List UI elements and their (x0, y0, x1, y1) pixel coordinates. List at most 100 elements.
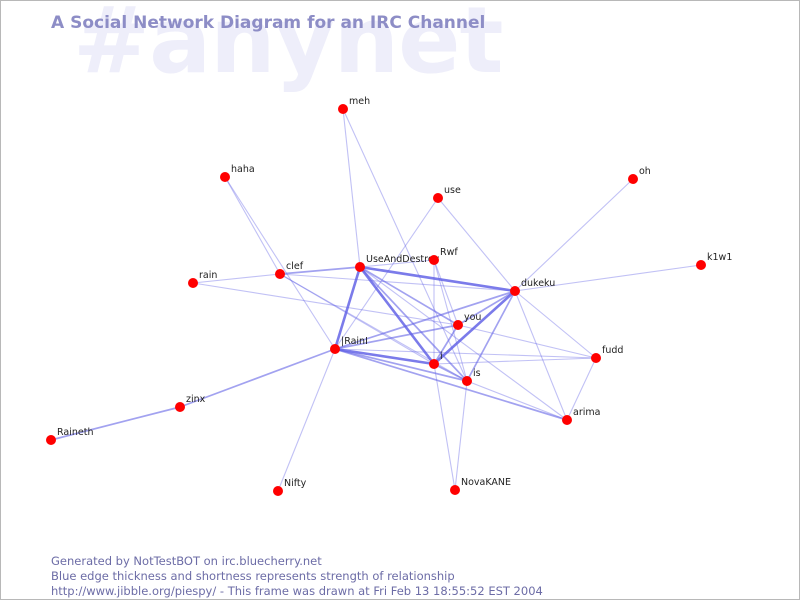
node-dot (338, 104, 348, 114)
node-dot (220, 172, 230, 182)
node-dot (628, 174, 638, 184)
edge-i-NovaKANE (433, 363, 456, 491)
node-you: you (453, 312, 481, 330)
node-label: arima (573, 407, 600, 418)
node-IRainI: |RainI (330, 336, 368, 354)
node-label: rain (199, 270, 217, 281)
node-label: |RainI (341, 336, 368, 347)
edge-haha-clef (224, 176, 281, 275)
edge-i-you (433, 324, 459, 365)
footer-generated-by: Generated by NotTestBOT on irc.bluecherr… (51, 554, 322, 568)
edge-Rwf-UseAndDestroy (359, 259, 435, 268)
channel-watermark: #anynet (73, 0, 504, 94)
node-Nifty: Nifty (273, 478, 307, 496)
node-label: is (473, 368, 481, 379)
node-dot (510, 286, 520, 296)
node-dot (429, 255, 439, 265)
edge-k1w1-dukeku (514, 264, 702, 292)
node-dot (330, 344, 340, 354)
edge-IRainI-fudd (334, 348, 597, 359)
node-label: NovaKANE (461, 477, 511, 488)
node-fudd: fudd (591, 345, 623, 363)
node-label: use (444, 185, 461, 196)
footer-credits: Generated by NotTestBOT on irc.bluecherr… (51, 554, 543, 599)
edge-dukeku-is (466, 290, 516, 382)
node-dot (46, 435, 56, 445)
node-label: oh (639, 166, 651, 177)
node-dot (562, 415, 572, 425)
node-dot (273, 486, 283, 496)
node-Rwf: Rwf (429, 247, 458, 265)
node-dot (429, 359, 439, 369)
edge-is-arima (466, 380, 568, 421)
node-label: Rwf (440, 247, 458, 258)
node-zinx: zinx (175, 394, 206, 412)
edge-meh-UseAndDestroy (342, 108, 361, 268)
footer-legend-note: Blue edge thickness and shortness repres… (51, 569, 455, 583)
edge-fudd-arima (566, 357, 597, 421)
edge-clef-dukeku (279, 273, 516, 292)
node-label: UseAndDestroy (366, 254, 440, 265)
node-Raineth: Raineth (46, 427, 93, 445)
node-dot (175, 402, 185, 412)
node-label: haha (231, 164, 255, 175)
edge-you-fudd (457, 324, 597, 359)
edge-clef-i (279, 273, 435, 365)
node-dukeku: dukeku (510, 278, 555, 296)
node-dot (591, 353, 601, 363)
node-label: clef (286, 261, 304, 272)
edge-rain-you (192, 282, 459, 326)
edge-UseAndDestroy-i (358, 266, 436, 365)
node-label: zinx (186, 394, 206, 405)
node-oh: oh (628, 166, 651, 184)
edge-IRainI-you (334, 324, 459, 350)
edge-i-fudd (433, 357, 597, 365)
edge-dukeku-you (457, 290, 516, 326)
edge-IRainI-is (334, 348, 468, 382)
diagram-title: A Social Network Diagram for an IRC Chan… (51, 13, 486, 33)
edge-oh-dukeku (514, 178, 634, 292)
edge-UseAndDestroy-arima (359, 266, 568, 421)
node-label: fudd (602, 345, 623, 356)
node-dot (450, 485, 460, 495)
edge-i-is (433, 363, 468, 382)
node-label: dukeku (521, 278, 555, 289)
node-label: you (464, 312, 481, 323)
node-label: Nifty (284, 478, 307, 489)
edge-dukeku-fudd (514, 290, 597, 359)
node-label: i (440, 351, 443, 362)
edge-IRainI-arima (334, 348, 568, 421)
edge-IRainI-i (334, 347, 435, 366)
edge-meh-is (342, 108, 468, 382)
node-label: Raineth (57, 427, 93, 438)
edge-use-IRainI (334, 197, 439, 350)
edge-dukeku-IRainI (334, 290, 516, 350)
node-NovaKANE: NovaKANE (450, 477, 511, 495)
edge-clef-is (279, 273, 468, 382)
edge-is-NovaKANE (454, 380, 468, 491)
edge-use-dukeku (437, 197, 516, 292)
node-dot (188, 278, 198, 288)
node-label: meh (349, 96, 370, 107)
node-i: i (429, 351, 443, 369)
node-label: k1w1 (707, 252, 732, 263)
edge-UseAndDestroy-IRainI (333, 266, 362, 350)
edge-dukeku-i (433, 290, 516, 365)
node-arima: arima (562, 407, 600, 425)
edge-IRainI-zinx (179, 348, 336, 408)
edge-UseAndDestroy-dukeku (359, 265, 516, 293)
edge-clef-UseAndDestroy (279, 266, 361, 275)
node-dot (433, 193, 443, 203)
edge-haha-IRainI (224, 176, 336, 350)
node-k1w1: k1w1 (696, 252, 732, 270)
node-dot (462, 376, 472, 386)
edge-layer (50, 108, 702, 492)
node-is: is (462, 368, 481, 386)
edge-zinx-Raineth (50, 406, 181, 441)
node-dot (453, 320, 463, 330)
footer-timestamp: http://www.jibble.org/piespy/ - This fra… (51, 584, 543, 598)
edge-dukeku-arima (514, 290, 568, 421)
